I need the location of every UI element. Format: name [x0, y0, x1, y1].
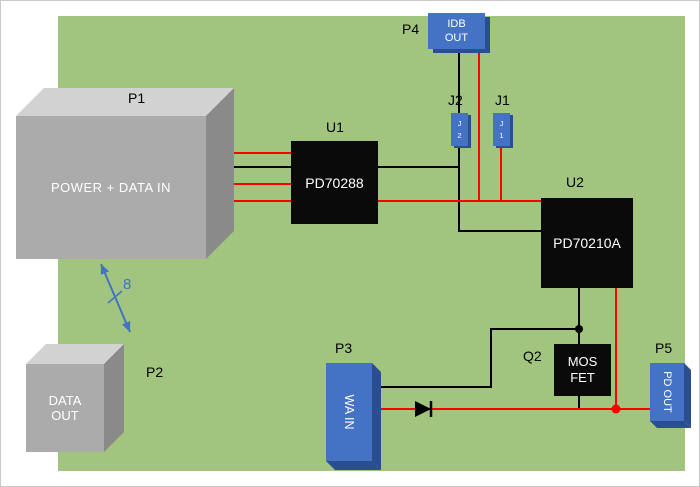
q2-ref-label: Q2 — [523, 348, 542, 364]
p3-black-wire — [373, 328, 579, 388]
bus-width-arrow — [100, 263, 131, 333]
p1-box-label: POWER + DATA IN — [50, 180, 172, 195]
block-u2: PD70210A — [541, 198, 633, 288]
u2-ref-label: U2 — [566, 174, 584, 190]
p2-box-label: DATA OUT — [48, 393, 82, 423]
diode-icon — [415, 401, 433, 417]
j1-box-label: J 1 — [499, 119, 504, 140]
p1-side-face — [206, 88, 234, 259]
u1-box-label: PD70288 — [305, 174, 364, 191]
j1-ref-label: J1 — [495, 92, 510, 108]
block-q2: MOS FET — [554, 344, 611, 396]
p4-ref-label: P4 — [402, 21, 420, 37]
p3-side-face — [372, 363, 381, 470]
p3-front-face: WA IN — [326, 363, 372, 461]
red-junction-dot — [611, 404, 621, 414]
block-p4: IDB OUT — [428, 13, 485, 49]
p3-box-label: WA IN — [342, 394, 356, 430]
p5-bottom-face — [650, 421, 691, 428]
p1-ref-label: P1 — [128, 90, 146, 106]
q2-box-label: MOS FET — [567, 353, 598, 385]
p5-front-face: PD OUT — [650, 363, 684, 421]
p1-u1-bus-wires — [226, 152, 291, 202]
p4-box-label: IDB OUT — [444, 17, 469, 44]
block-u1: PD70288 — [291, 141, 378, 224]
p5-ref-label: P5 — [655, 340, 673, 356]
block-j2: J 2 — [451, 113, 468, 146]
p5-box-label: PD OUT — [661, 371, 673, 413]
bus-slash-tick — [107, 290, 123, 304]
j2-ref-label: J2 — [448, 92, 463, 108]
p2-ref-label: P2 — [146, 364, 164, 380]
idb-black-wire — [458, 49, 541, 232]
block-j1: J 1 — [493, 113, 510, 146]
p2-front-face: DATA OUT — [26, 364, 104, 452]
p1-top-face — [16, 88, 234, 116]
j2-box-label: J 2 — [457, 119, 462, 140]
bus-width-label: 8 — [123, 276, 132, 293]
p3-ref-label: P3 — [335, 340, 353, 356]
u2-box-label: PD70210A — [553, 235, 621, 251]
p1-front-face: POWER + DATA IN — [16, 116, 206, 259]
p3-bottom-face — [326, 461, 381, 470]
black-junction-dot — [575, 325, 583, 333]
u1-ref-label: U1 — [326, 119, 344, 135]
p5-side-face — [684, 363, 691, 428]
